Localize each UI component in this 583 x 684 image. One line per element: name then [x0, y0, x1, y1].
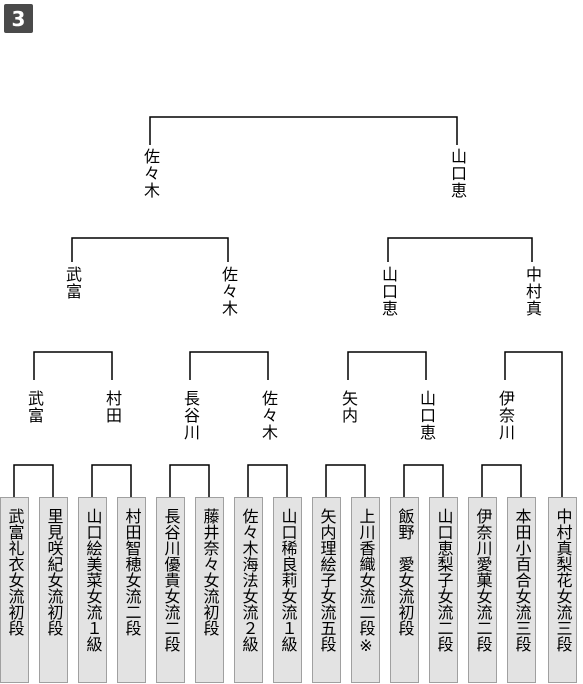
semifinal-name-1: 武富: [62, 266, 82, 300]
player-box-10: 上川香織女流二段※: [351, 497, 380, 683]
player-name: 長谷川優貴女流二段: [161, 508, 181, 652]
player-box-3: 山口絵美菜女流１級: [78, 497, 107, 683]
player-name: 伊奈川愛菓女流二段: [473, 508, 493, 652]
player-box-15: 中村真梨花女流三段: [548, 497, 577, 683]
player-name: 武富礼衣女流初段: [5, 508, 25, 636]
semifinal-name-3: 山口恵: [378, 266, 398, 317]
quarterfinal-name-1: 武富: [24, 390, 44, 424]
round-badge: 3: [4, 4, 33, 33]
player-name: 上川香織女流二段※: [356, 508, 376, 655]
quarterfinal-name-2: 村田: [102, 390, 122, 424]
player-box-2: 里見咲紀女流初段: [39, 497, 68, 683]
player-box-13: 伊奈川愛菓女流二段: [468, 497, 497, 683]
player-box-5: 長谷川優貴女流二段: [156, 497, 185, 683]
player-box-9: 矢内理絵子女流五段: [312, 497, 341, 683]
player-box-11: 飯野 愛女流初段: [390, 497, 419, 683]
player-name: 飯野 愛女流初段: [395, 508, 415, 636]
quarterfinal-name-3: 長谷川: [180, 390, 200, 441]
round-number: 3: [11, 6, 26, 31]
semifinal-name-4: 中村真: [522, 266, 542, 317]
player-name: 山口稀良莉女流１級: [278, 508, 298, 652]
player-box-12: 山口恵梨子女流二段: [429, 497, 458, 683]
semifinal-name-2: 佐々木: [218, 266, 238, 317]
player-box-4: 村田智穂女流二段: [117, 497, 146, 683]
player-name: 山口絵美菜女流１級: [83, 508, 103, 652]
player-name: 村田智穂女流二段: [122, 508, 142, 636]
player-box-7: 佐々木海法女流２級: [234, 497, 263, 683]
player-name: 里見咲紀女流初段: [44, 508, 64, 636]
player-name: 本田小百合女流三段: [512, 508, 532, 652]
quarterfinal-name-4: 佐々木: [258, 390, 278, 441]
player-box-1: 武富礼衣女流初段: [0, 497, 29, 683]
player-name: 佐々木海法女流２級: [239, 508, 259, 652]
quarterfinal-name-7: 伊奈川: [495, 390, 515, 441]
final-left-name: 佐々木: [140, 148, 160, 199]
player-name: 山口恵梨子女流二段: [434, 508, 454, 652]
quarterfinal-name-6: 山口恵: [416, 390, 436, 441]
player-name: 中村真梨花女流三段: [553, 508, 573, 652]
player-box-14: 本田小百合女流三段: [507, 497, 536, 683]
player-box-6: 藤井奈々女流初段: [195, 497, 224, 683]
player-box-8: 山口稀良莉女流１級: [273, 497, 302, 683]
final-right-name: 山口恵: [447, 148, 467, 199]
player-name: 藤井奈々女流初段: [200, 508, 220, 636]
quarterfinal-name-5: 矢内: [338, 390, 358, 424]
player-name: 矢内理絵子女流五段: [317, 508, 337, 652]
